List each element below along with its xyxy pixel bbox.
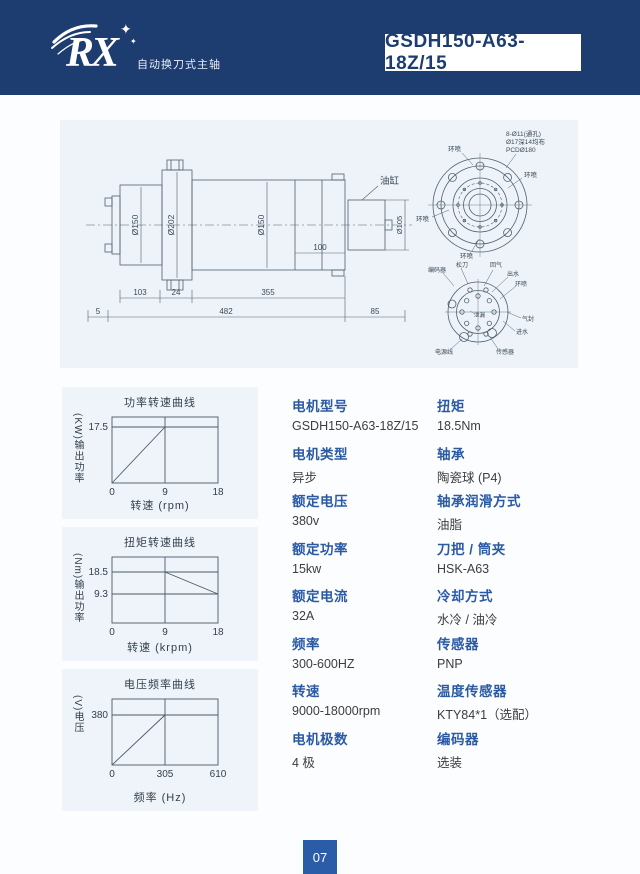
x-tick: 0 xyxy=(109,487,115,498)
diameter-dimensions xyxy=(140,172,409,278)
spec-tool-holder: 刀把 / 筒夹 HSK-A63 xyxy=(437,541,506,576)
dim-482: 482 xyxy=(219,307,233,316)
rear-label-power-cable: 电源线 xyxy=(435,348,453,356)
chart-plot-area: 18.5 9.3 0 9 18 xyxy=(89,556,224,638)
dim-100: 100 xyxy=(313,243,327,252)
linear-dimensions xyxy=(87,252,406,322)
y-tick: 380 xyxy=(91,710,108,721)
chart-y-axis-label: (V)电压 xyxy=(72,695,83,734)
spec-encoder: 编码器 选装 xyxy=(437,731,479,770)
ring-spray-label-top: 环喷 xyxy=(448,144,462,153)
dim-dia-front: Ø150 xyxy=(130,214,140,235)
dim-24: 24 xyxy=(172,288,181,297)
ring-spray-label-bottom: 环喷 xyxy=(460,251,474,260)
rear-label-water-out: 出水 xyxy=(507,270,519,278)
header-bar: RX ✦ ✦ 自动换刀式主轴 GSDH150-A63-18Z/15 xyxy=(0,0,640,95)
dim-103: 103 xyxy=(133,288,147,297)
spindle-drawing: Ø150 Ø202 Ø150 Ø105 油缸 100 103 24 xyxy=(86,129,546,356)
power-speed-chart: 功率转速曲线 (KW)输出功率 17.5 0 9 18 转速 (rpm) xyxy=(62,387,258,519)
model-number-text: GSDH150-A63-18Z/15 xyxy=(385,30,526,74)
y-tick: 17.5 xyxy=(89,422,109,433)
spec-motor-poles: 电机极数 4 极 xyxy=(292,731,348,770)
ring-spray-label-left: 环喷 xyxy=(416,214,430,223)
rear-label-air-seal: 气封 xyxy=(522,315,534,323)
chart-plot-area: 17.5 0 9 18 xyxy=(89,416,224,498)
dim-355: 355 xyxy=(261,288,275,297)
chart-plot-area: 380 0 305 610 xyxy=(91,698,227,780)
chart-x-axis-label: 频率 (Hz) xyxy=(133,792,187,804)
dim-dia-cylinder: Ø105 xyxy=(395,216,404,234)
rear-label-leak: 泄漏 xyxy=(474,311,486,319)
y-tick: 18.5 xyxy=(89,567,109,578)
flange-note-line3: PCDØ180 xyxy=(506,147,536,154)
spec-list-right: 扭矩 18.5Nm 轴承 陶瓷球 (P4) 轴承润滑方式 油脂 刀把 / 筒夹 … xyxy=(437,395,582,775)
side-view xyxy=(86,159,412,291)
spec-torque: 扭矩 18.5Nm xyxy=(437,399,481,433)
spec-rated-current: 额定电流 32A xyxy=(292,589,348,623)
ring-spray-label-right: 环喷 xyxy=(524,170,538,179)
flange-note-line1: 8-Ø11(通孔) xyxy=(506,129,541,138)
sparkle-small-icon: ✦ xyxy=(130,37,137,46)
chart-y-axis-label: (Nm)输出功率 xyxy=(72,553,83,624)
spec-bearing-lubrication: 轴承润滑方式 油脂 xyxy=(437,494,521,532)
voltage-frequency-chart: 电压频率曲线 (V)电压 380 0 305 610 频率 (Hz) xyxy=(62,669,258,811)
rear-label-water-in: 进水 xyxy=(516,328,528,336)
chart-x-axis-label: 转速 (rpm) xyxy=(130,500,190,512)
brand-tagline: 自动换刀式主轴 xyxy=(137,59,221,71)
x-tick: 18 xyxy=(212,627,224,638)
spec-bearing: 轴承 陶瓷球 (P4) xyxy=(437,446,502,485)
spec-motor-type: 电机类型 异步 xyxy=(292,446,348,485)
x-tick: 0 xyxy=(109,769,115,780)
chart-y-axis-label: (KW)输出功率 xyxy=(72,413,83,484)
spec-rated-voltage: 额定电压 380v xyxy=(292,494,348,528)
flange-end-view xyxy=(428,152,532,257)
flange-note-line2: Ø17深14均布 xyxy=(506,137,546,146)
dim-dia-flange: Ø202 xyxy=(166,214,176,235)
chart-title: 扭矩转速曲线 xyxy=(124,537,196,549)
dim-85: 85 xyxy=(371,307,380,316)
spec-temperature-sensor: 温度传感器 KTY84*1（选配） xyxy=(437,684,538,722)
rear-connection-view xyxy=(442,267,522,350)
x-tick: 9 xyxy=(162,627,168,638)
chart-x-axis-label: 转速 (krpm) xyxy=(127,642,193,654)
x-tick: 305 xyxy=(157,769,174,780)
dim-5: 5 xyxy=(96,307,101,316)
spec-cooling-method: 冷却方式 水冷 / 油冷 xyxy=(437,589,498,627)
brand-logo: RX ✦ ✦ xyxy=(50,16,140,78)
dim-dia-body: Ø150 xyxy=(256,214,266,235)
rear-label-sensor: 传感器 xyxy=(496,348,514,356)
rear-label-encoder: 编码器 xyxy=(428,266,446,274)
spec-list-left: 电机型号 GSDH150-A63-18Z/15 电机类型 异步 额定电压 380… xyxy=(292,395,437,775)
rear-label-tool-release: 松刀 xyxy=(456,261,468,269)
chart-title: 功率转速曲线 xyxy=(124,397,196,409)
brand-logo-graphic: RX ✦ ✦ xyxy=(51,21,137,76)
model-number-badge: GSDH150-A63-18Z/15 xyxy=(385,31,581,74)
x-tick: 610 xyxy=(210,769,227,780)
page-number-badge: 07 xyxy=(303,840,337,874)
y-tick: 9.3 xyxy=(94,589,108,600)
torque-speed-chart: 扭矩转速曲线 (Nm)输出功率 18.5 9.3 0 9 18 转速 (krpm… xyxy=(62,527,258,661)
technical-drawing-panel: Ø150 Ø202 Ø150 Ø105 油缸 100 103 24 xyxy=(60,120,578,368)
sparkle-icon: ✦ xyxy=(120,21,132,37)
spec-sensor: 传感器 PNP xyxy=(437,636,479,671)
spec-speed: 转速 9000-18000rpm xyxy=(292,684,381,718)
rear-label-ring-spray: 环喷 xyxy=(515,280,527,288)
x-tick: 18 xyxy=(212,487,224,498)
oil-cylinder-label: 油缸 xyxy=(380,175,400,187)
brand-logo-text: RX xyxy=(65,30,120,76)
chart-title: 电压频率曲线 xyxy=(124,679,196,691)
rear-label-air-return: 回气 xyxy=(490,261,502,269)
x-tick: 0 xyxy=(109,627,115,638)
spec-rated-power: 额定功率 15kw xyxy=(292,541,348,576)
spec-frequency: 频率 300-600HZ xyxy=(292,636,355,671)
x-tick: 9 xyxy=(162,487,168,498)
spec-motor-model: 电机型号 GSDH150-A63-18Z/15 xyxy=(292,399,419,433)
